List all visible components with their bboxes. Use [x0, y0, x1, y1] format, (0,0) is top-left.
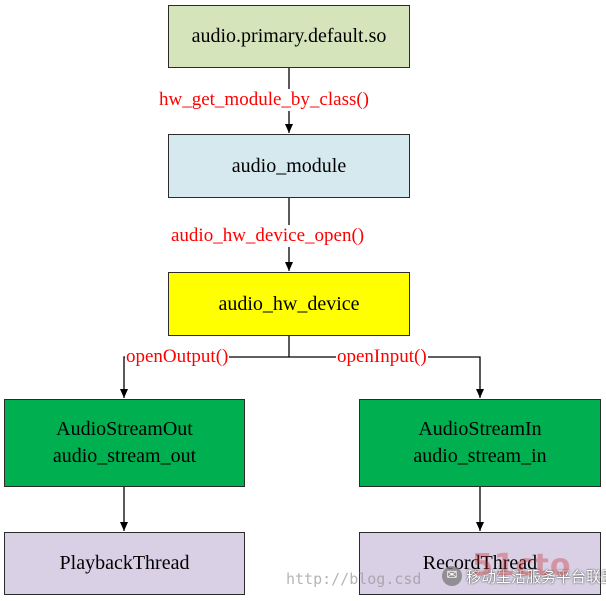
- node-audio-stream-out-label1: AudioStreamOut: [56, 418, 193, 440]
- node-audio-stream-in-label2: audio_stream_in: [413, 445, 547, 467]
- edge-label-device-open: audio_hw_device_open(): [170, 225, 366, 247]
- node-audio-primary-so: audio.primary.default.so: [168, 5, 410, 68]
- node-audio-stream-out-label2: audio_stream_out: [52, 445, 197, 467]
- node-playback-thread-label: PlaybackThread: [59, 552, 190, 574]
- node-audio-stream-out: AudioStreamOut audio_stream_out: [4, 399, 245, 487]
- edge-label-open-output: openOutput(): [125, 346, 230, 368]
- node-audio-module: audio_module: [168, 134, 410, 198]
- watermark-account: 移动生活服务平台联盟: [466, 568, 606, 586]
- node-audio-stream-in-label1: AudioStreamIn: [418, 418, 542, 440]
- edge-label-get-module: hw_get_module_by_class(): [158, 89, 371, 111]
- node-playback-thread: PlaybackThread: [4, 532, 245, 595]
- node-audio-primary-so-label: audio.primary.default.so: [191, 25, 387, 47]
- watermark-url: http://blog.csd: [286, 570, 422, 588]
- node-audio-module-label: audio_module: [231, 154, 347, 177]
- edge-device-to-out: [120, 356, 289, 398]
- watermark-51cto-logo: 51cto: [472, 548, 572, 583]
- node-audio-hw-device-label: audio_hw_device: [218, 292, 360, 315]
- node-audio-hw-device: audio_hw_device: [168, 272, 410, 336]
- watermark-logo-icon: ✉: [442, 566, 462, 586]
- edge-label-open-input: openInput(): [336, 346, 428, 368]
- node-audio-stream-in: AudioStreamIn audio_stream_in: [359, 399, 601, 487]
